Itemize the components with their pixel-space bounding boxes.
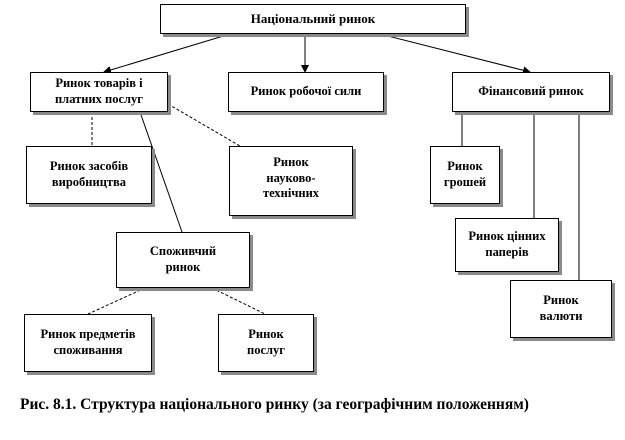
dashed-consumer-to-services — [211, 287, 266, 315]
services-line-2: послуг — [247, 343, 285, 357]
money-line-1: Ринок — [447, 159, 483, 174]
arrow-to-goods-market — [103, 33, 231, 74]
scientific-technical-market-box: Ринок науково- технічних — [229, 146, 353, 216]
arrow-to-financial-market — [379, 33, 531, 75]
science-line-1: Ринок — [273, 155, 309, 169]
goods-services-line-2: платних послуг — [54, 92, 143, 106]
currency-line-2: валюти — [539, 309, 583, 323]
means-line-1: Ринок засобів — [49, 159, 129, 174]
labor-market-box: Ринок робочої сили — [228, 72, 384, 112]
consumer-line-1: Споживчий — [149, 244, 217, 259]
means-of-production-market-box: Ринок засобів виробництва — [26, 146, 152, 204]
line-goods-to-consumer — [139, 111, 183, 233]
science-line-2: науково- — [266, 170, 316, 185]
services-line-1: Ринок — [248, 327, 284, 342]
figure-caption: Рис. 8.1. Структура національного ринку … — [20, 396, 529, 413]
national-market-box: Національний ринок — [160, 4, 466, 34]
goods-services-market-box: Ринок товарів і платних послуг — [30, 72, 168, 112]
science-line-3: технічних — [262, 186, 320, 201]
dashed-goods-to-science — [167, 103, 241, 147]
dashed-consumer-to-items — [87, 287, 146, 315]
consumer-market-box: Споживчий ринок — [116, 232, 250, 288]
services-market-box: Ринок послуг — [218, 314, 314, 372]
financial-market-label: Фінансовий ринок — [478, 84, 584, 99]
consumer-goods-market-box: Ринок предметів споживання — [24, 314, 152, 372]
currency-market-box: Ринок валюти — [510, 280, 612, 338]
consumer-goods-line-1: Ринок предметів — [40, 327, 136, 342]
securities-line-2: паперів — [485, 245, 529, 259]
securities-line-1: Ринок цінних — [468, 229, 546, 244]
national-market-label: Національний ринок — [250, 10, 376, 26]
money-line-2: грошей — [443, 175, 487, 189]
labor-market-label: Ринок робочої сили — [250, 84, 362, 99]
currency-line-1: Ринок — [543, 293, 579, 308]
means-line-2: виробництва — [51, 175, 127, 189]
goods-services-line-1: Ринок товарів і — [55, 76, 143, 91]
financial-market-box: Фінансовий ринок — [452, 72, 610, 112]
money-market-box: Ринок грошей — [430, 146, 500, 204]
securities-market-box: Ринок цінних паперів — [455, 218, 559, 272]
consumer-goods-line-2: споживання — [53, 343, 123, 357]
consumer-line-2: ринок — [165, 260, 201, 274]
